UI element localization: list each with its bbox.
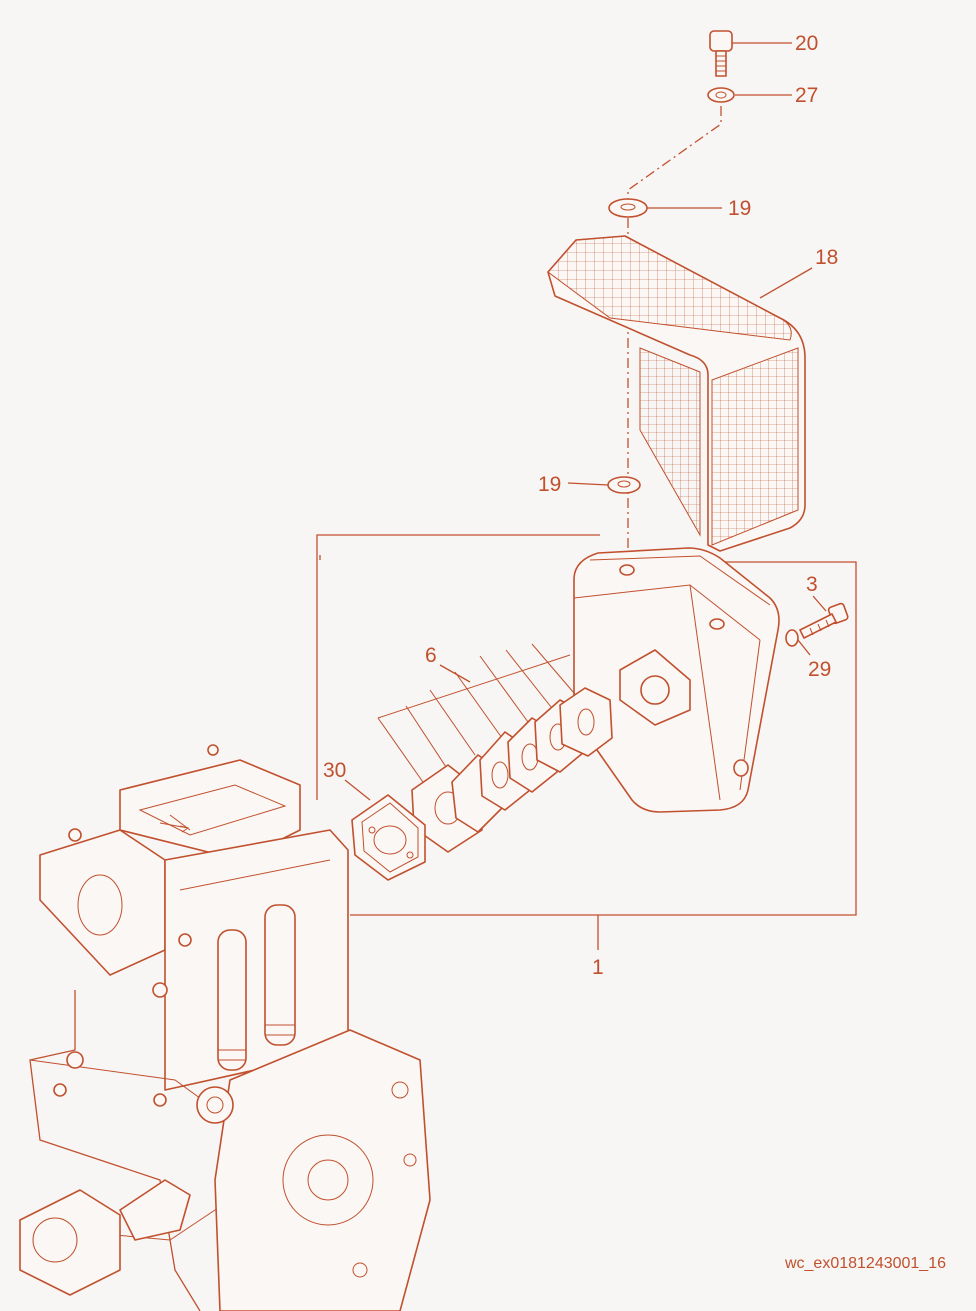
callout-19-upper: 19 [728, 197, 751, 220]
callout-27: 27 [795, 84, 818, 107]
callout-20: 20 [795, 32, 818, 55]
gasket-stack-part-6 [377, 643, 613, 853]
washer-part-19-upper [608, 198, 648, 218]
lock-washer-part-29 [785, 629, 799, 647]
leader-lines [344, 42, 827, 801]
callout-3: 3 [806, 573, 818, 596]
callout-19-lower: 19 [538, 473, 561, 496]
callout-6: 6 [425, 644, 437, 667]
callout-1: 1 [592, 956, 604, 979]
callout-18: 18 [815, 246, 838, 269]
screen-guard-part-18 [547, 235, 806, 552]
flange-gasket-part-30 [351, 794, 426, 881]
screw-part-20 [709, 30, 733, 77]
washer-part-19-lower [607, 476, 641, 494]
bolt-part-3 [799, 602, 849, 639]
callout-29: 29 [808, 658, 831, 681]
engine-assembly [19, 744, 431, 1311]
muffler-body [573, 547, 780, 813]
lock-washer-part-27 [707, 87, 735, 103]
reference-code: wc_ex0181243001_16 [784, 1255, 946, 1272]
callout-30: 30 [323, 759, 346, 782]
